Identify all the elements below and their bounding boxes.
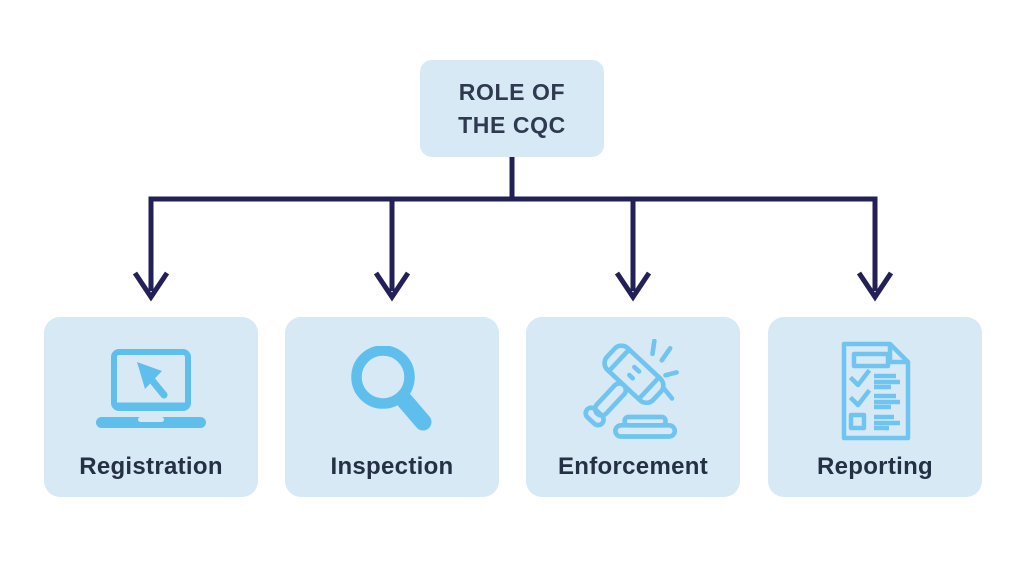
- node-card-registration: Registration: [44, 317, 258, 497]
- node-label: Inspection: [330, 453, 454, 480]
- gavel-icon: [578, 339, 688, 443]
- arrowhead-2: [373, 271, 411, 302]
- arrowhead-3: [614, 271, 652, 302]
- node-card-inspection: Inspection: [285, 317, 499, 497]
- root-node-label: ROLE OF THE CQC: [458, 78, 566, 138]
- checklist-document-icon: [834, 339, 916, 443]
- node-card-enforcement: Enforcement: [526, 317, 740, 497]
- node-label: Reporting: [816, 453, 934, 480]
- laptop-cursor-icon: [93, 339, 209, 443]
- root-node-box: ROLE OF THE CQC: [420, 60, 604, 157]
- node-label: Enforcement: [558, 453, 708, 480]
- node-card-reporting: Reporting: [768, 317, 982, 497]
- node-label: Registration: [79, 453, 223, 480]
- arrowhead-4: [856, 271, 894, 302]
- connector-rail: [148, 196, 878, 291]
- magnifying-glass-icon: [349, 339, 435, 443]
- arrowhead-1: [132, 271, 170, 302]
